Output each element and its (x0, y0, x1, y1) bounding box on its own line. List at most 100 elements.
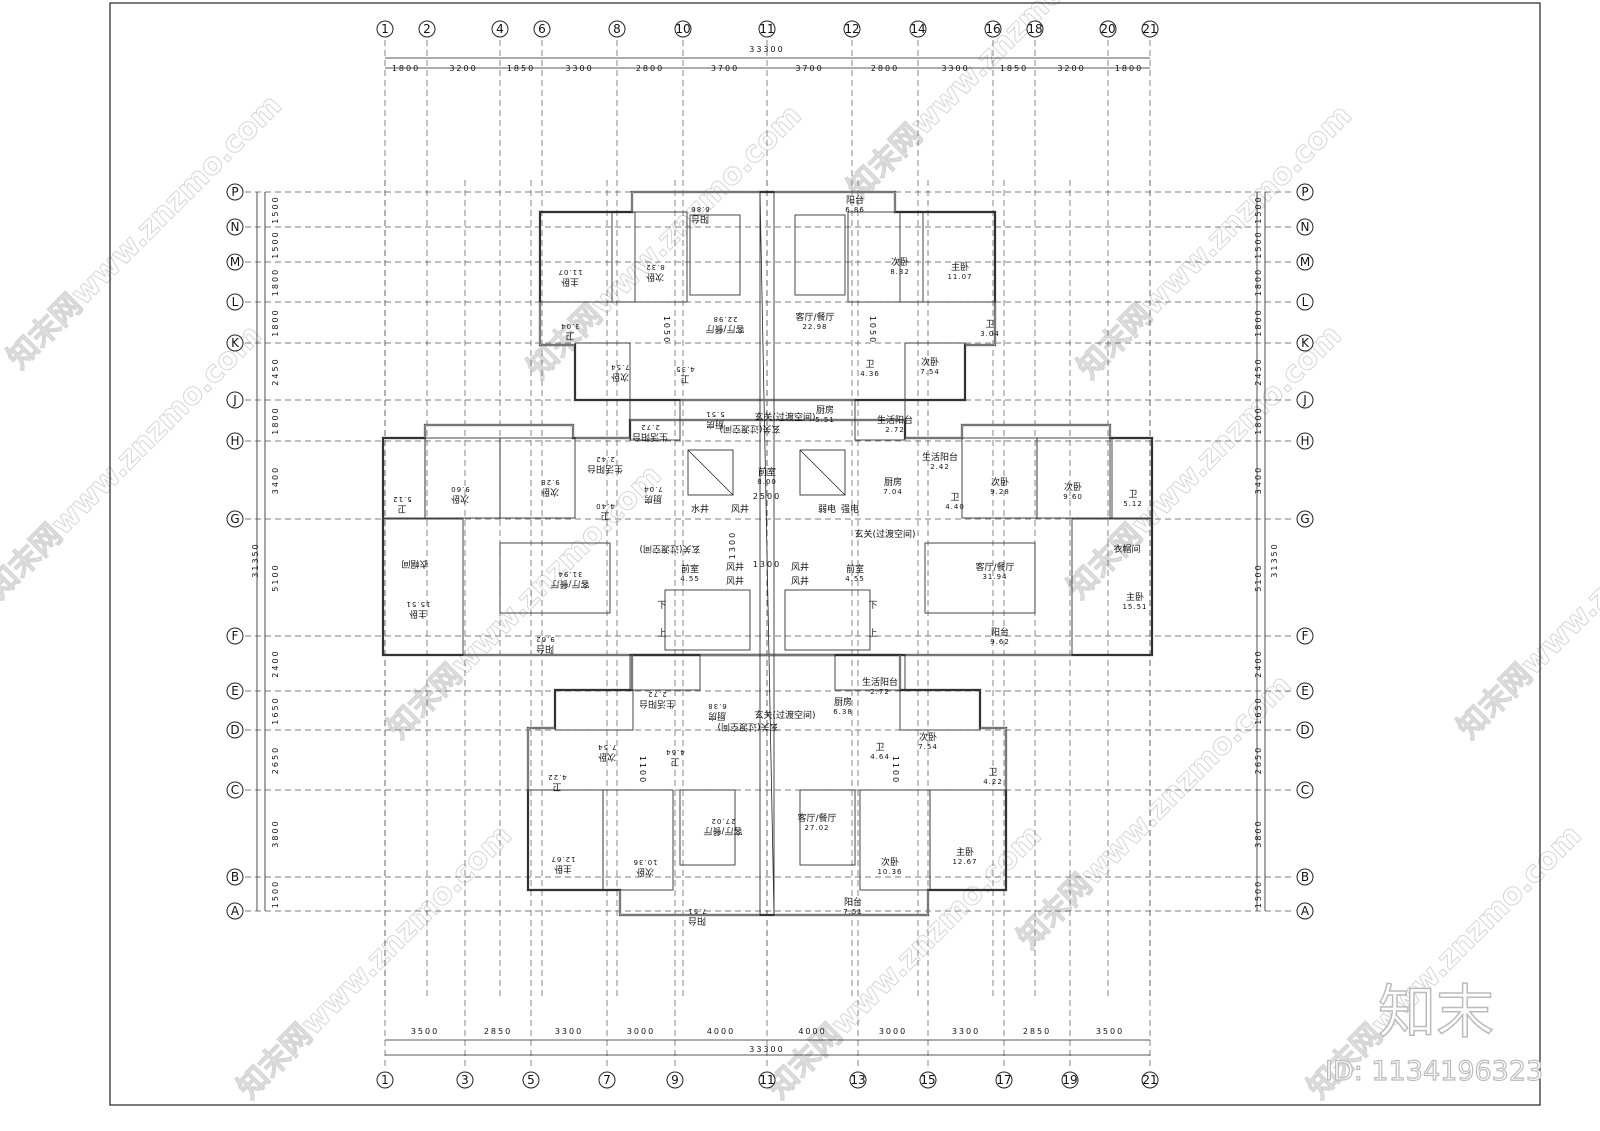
room-wall (924, 542, 1036, 614)
axis-bubble (376, 1071, 394, 1089)
room-area: 4.64 (870, 753, 890, 761)
room-area: 7.54 (918, 743, 938, 751)
room-name: 风井 (791, 575, 809, 587)
segment-dimension: 2850 (1023, 1027, 1051, 1036)
room-wall (904, 342, 966, 401)
segment-dimension: 1800 (1254, 406, 1263, 434)
room-label: 次卧7.54 (920, 356, 939, 376)
room-name: 客厅/餐厅 (797, 812, 836, 824)
axis-label: 2 (423, 22, 431, 36)
room-area: 7.54 (610, 363, 630, 371)
axis-bubble (1296, 218, 1314, 236)
axis-label: 10 (675, 22, 690, 36)
room-wall (1109, 437, 1153, 519)
room-name: 弱电 (818, 503, 836, 515)
room-name: 玄关(过渡空间) (854, 528, 915, 540)
room-label: 次卧9.60 (450, 485, 470, 505)
room-wall (687, 449, 734, 496)
room-label: 强电 (841, 503, 859, 515)
axis-bubble (1296, 868, 1314, 886)
axis-bubble (226, 781, 244, 799)
room-wall (899, 211, 996, 303)
room-area: 27.02 (804, 824, 829, 832)
room-label: 阳台9.62 (990, 626, 1009, 646)
room-name: 次卧 (919, 731, 937, 743)
axis-bubble (608, 20, 626, 38)
room-area: 9.60 (450, 485, 470, 493)
room-label: 衣帽间 (401, 558, 428, 570)
axis-label: 7 (603, 1073, 611, 1087)
segment-dimension: 3000 (627, 1027, 655, 1036)
axis-label: 12 (844, 22, 859, 36)
shaft-cross (759, 191, 775, 916)
axis-label: L (1302, 295, 1309, 309)
axis-bubble (226, 253, 244, 271)
segment-dimension: 3800 (1254, 819, 1263, 847)
room-name: 生活阳台 (877, 414, 913, 426)
segment-dimension: 3800 (271, 819, 280, 847)
room-area: 6.86 (690, 205, 710, 213)
segment-dimension: 2800 (636, 64, 664, 73)
room-area: 2.72 (885, 426, 905, 434)
room-label: 卫5.12 (392, 495, 412, 513)
room-name: 前室 (846, 563, 864, 575)
room-area: 7.51 (687, 907, 707, 915)
room-label: 玄关(过渡空间) (754, 411, 815, 423)
axis-bubble (226, 721, 244, 739)
room-name: 厨房 (816, 404, 834, 416)
axis-label: 11 (759, 22, 774, 36)
axis-bubble (1296, 253, 1314, 271)
room-name: 厨房 (706, 418, 724, 430)
room-wall (847, 211, 924, 303)
room-label: 次卧9.28 (990, 476, 1009, 496)
axis-label: N (1301, 220, 1310, 234)
room-label: 上 (868, 628, 877, 639)
room-area: 9.60 (1063, 493, 1083, 501)
room-area: 31.94 (982, 573, 1007, 581)
axis-bubble (1141, 20, 1159, 38)
room-name: 客厅/餐厅 (703, 825, 742, 837)
axis-bubble (666, 1071, 684, 1089)
room-name: 卫 (985, 320, 994, 330)
interior-dimension: 1100 (638, 756, 647, 784)
room-area: 7.54 (597, 743, 617, 751)
room-label: 风井 (726, 575, 744, 587)
interior-dimension: 1100 (891, 756, 900, 784)
axis-label: E (1301, 684, 1309, 698)
room-label: 下 (657, 601, 666, 611)
axis-bubble (674, 20, 692, 38)
room-wall (759, 191, 775, 916)
axis-label: B (231, 870, 239, 884)
segment-dimension: 2650 (271, 746, 280, 774)
axis-label: 1 (381, 22, 389, 36)
segment-dimension: 2400 (271, 649, 280, 677)
axis-label: 21 (1142, 1073, 1157, 1087)
segment-dimension: 3300 (952, 1027, 980, 1036)
segment-dimension: 1500 (271, 230, 280, 258)
room-wall (664, 589, 751, 651)
segment-dimension: 2450 (1254, 357, 1263, 385)
room-label: 卫4.64 (870, 743, 890, 761)
room-area: 15.51 (1122, 603, 1147, 611)
room-name: 阳台 (691, 213, 709, 225)
room-label: 厨房6.38 (833, 696, 852, 716)
axis-bubble (1061, 1071, 1079, 1089)
axis-bubble (1296, 781, 1314, 799)
axis-bubble (226, 627, 244, 645)
room-wall (574, 342, 631, 401)
room-wall (424, 437, 501, 519)
room-area: 15.51 (405, 600, 430, 608)
segment-dimension: 3700 (795, 64, 823, 73)
room-area: 4.64 (665, 748, 685, 756)
interior-dimension: 2500 (753, 492, 781, 501)
segment-dimension: 2650 (1254, 746, 1263, 774)
segment-dimension: 1800 (271, 406, 280, 434)
room-label: 卫4.36 (860, 360, 879, 378)
